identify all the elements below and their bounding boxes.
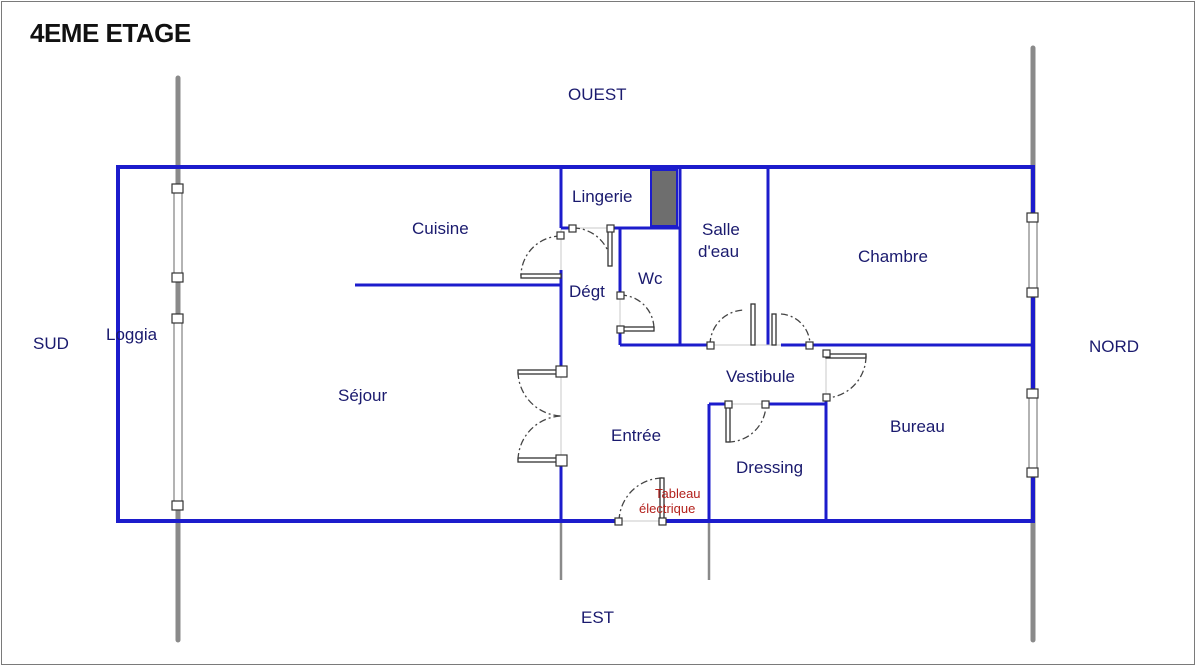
door-leaf xyxy=(517,457,562,463)
hinge-marker xyxy=(614,517,623,526)
hinge-marker xyxy=(724,400,733,409)
window-post xyxy=(171,183,184,194)
orientation-south: SUD xyxy=(33,334,69,353)
room-label-degt: Dégt xyxy=(569,282,605,301)
door-swing-arc xyxy=(780,313,811,346)
window-chambre xyxy=(1028,217,1038,295)
door-leaf xyxy=(520,273,562,279)
hinge-marker xyxy=(805,341,814,350)
hinge-marker xyxy=(822,349,831,358)
door-swing-arc xyxy=(520,235,562,277)
door-swing-arc xyxy=(709,309,746,346)
room-label-salle-line1: Salle xyxy=(702,220,740,239)
door-swing-arc xyxy=(825,355,867,399)
room-label-bureau: Bureau xyxy=(890,417,945,436)
window-post xyxy=(1026,388,1039,399)
door-swing-arc xyxy=(572,227,612,267)
window-post xyxy=(1026,287,1039,298)
door-leaf xyxy=(750,303,756,346)
room-label-entree: Entrée xyxy=(611,426,662,445)
window-post xyxy=(1026,212,1039,223)
orientation-north: NORD xyxy=(1089,337,1140,356)
room-label-chambre: Chambre xyxy=(858,247,928,266)
hinge-marker xyxy=(568,224,577,233)
hinge-marker xyxy=(616,325,625,334)
orientation-east: EST xyxy=(581,608,615,627)
room-label-dressing: Dressing xyxy=(736,458,804,477)
hinge-marker xyxy=(555,365,568,378)
window-post xyxy=(171,500,184,511)
door-swing-arc xyxy=(618,477,663,522)
room-label-salle-line2: d'eau xyxy=(698,242,740,261)
hinge-marker xyxy=(555,454,568,467)
door-swing-arc xyxy=(727,403,767,443)
window-bureau xyxy=(1028,392,1038,476)
hinge-marker xyxy=(616,291,625,300)
hinge-marker xyxy=(606,224,615,233)
door-swing-arc xyxy=(517,415,562,461)
orientation-west: OUEST xyxy=(568,85,627,104)
door-leaf xyxy=(825,353,867,359)
window-loggia-bottom xyxy=(173,317,183,507)
hinge-marker xyxy=(556,231,565,240)
window-post xyxy=(1026,467,1039,478)
window-post xyxy=(171,313,184,324)
technical-duct xyxy=(650,169,678,227)
hinge-marker xyxy=(822,393,831,402)
door-leaf xyxy=(771,313,777,346)
room-label-lingerie: Lingerie xyxy=(572,187,633,206)
room-label-loggia: Loggia xyxy=(106,325,158,344)
window-loggia-top xyxy=(173,187,183,281)
room-label-cuisine: Cuisine xyxy=(412,219,469,238)
hinge-marker xyxy=(658,517,667,526)
window-post xyxy=(171,272,184,283)
door-swing-arc xyxy=(619,294,655,330)
annotation-tableau-line1: Tableau xyxy=(655,486,701,501)
hinge-marker xyxy=(761,400,770,409)
hinge-marker xyxy=(706,341,715,350)
door-leaf xyxy=(517,369,562,375)
room-label-wc: Wc xyxy=(638,269,663,288)
door-leaf xyxy=(725,403,731,443)
door-leaf xyxy=(619,326,655,332)
room-label-sejour: Séjour xyxy=(338,386,388,405)
door-leaf xyxy=(607,227,613,267)
door-swing-arc xyxy=(517,371,562,417)
floor-title: 4EME ETAGE xyxy=(30,18,191,48)
room-label-vestibule: Vestibule xyxy=(726,367,795,386)
annotation-tableau-line2: électrique xyxy=(639,501,696,516)
